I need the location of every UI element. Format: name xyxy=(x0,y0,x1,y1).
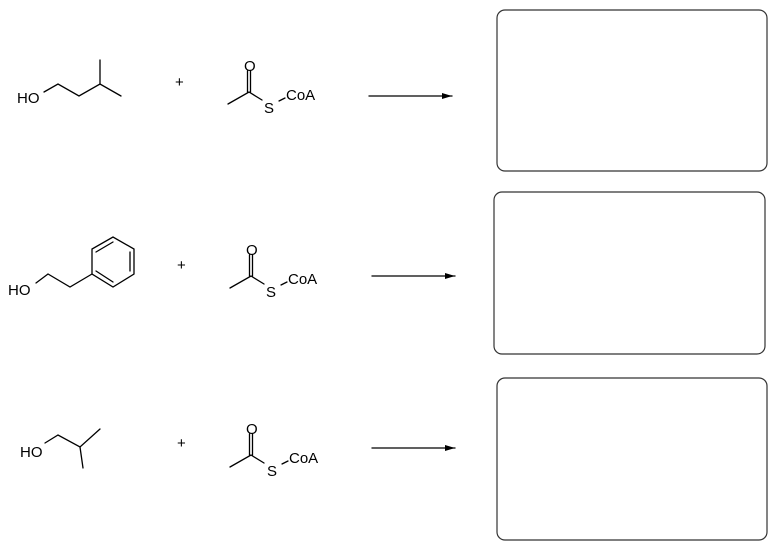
sulfur-label: S xyxy=(267,463,277,480)
reaction-3: HO + O S CoA xyxy=(20,377,768,541)
answer-box-1[interactable] xyxy=(496,9,768,172)
sulfur-label: S xyxy=(264,100,274,117)
acetyl-coa-structure: O S CoA xyxy=(227,58,315,117)
ho-label: HO xyxy=(17,90,40,107)
plus-sign: + xyxy=(175,74,184,91)
coa-label: CoA xyxy=(288,271,317,288)
sulfur-label: S xyxy=(266,284,276,301)
phenylethanol-structure: HO xyxy=(8,236,135,299)
reaction-2: HO + O S CoA xyxy=(8,191,766,355)
coa-label: CoA xyxy=(286,87,315,104)
isoamyl-alcohol-structure: HO xyxy=(17,59,122,107)
ho-label: HO xyxy=(20,444,43,461)
oxygen-label: O xyxy=(246,421,258,438)
plus-sign: + xyxy=(177,435,186,452)
plus-sign: + xyxy=(177,257,186,274)
answer-box-3[interactable] xyxy=(496,377,768,541)
isobutanol-structure: HO xyxy=(20,428,101,469)
oxygen-label: O xyxy=(244,58,256,75)
reaction-1: HO + O S CoA xyxy=(17,9,768,172)
coa-label: CoA xyxy=(289,450,318,467)
answer-box-2[interactable] xyxy=(493,191,766,355)
acetyl-coa-structure: O S CoA xyxy=(229,242,317,301)
oxygen-label: O xyxy=(246,242,258,259)
acetyl-coa-structure: O S CoA xyxy=(229,421,318,480)
ho-label: HO xyxy=(8,282,31,299)
